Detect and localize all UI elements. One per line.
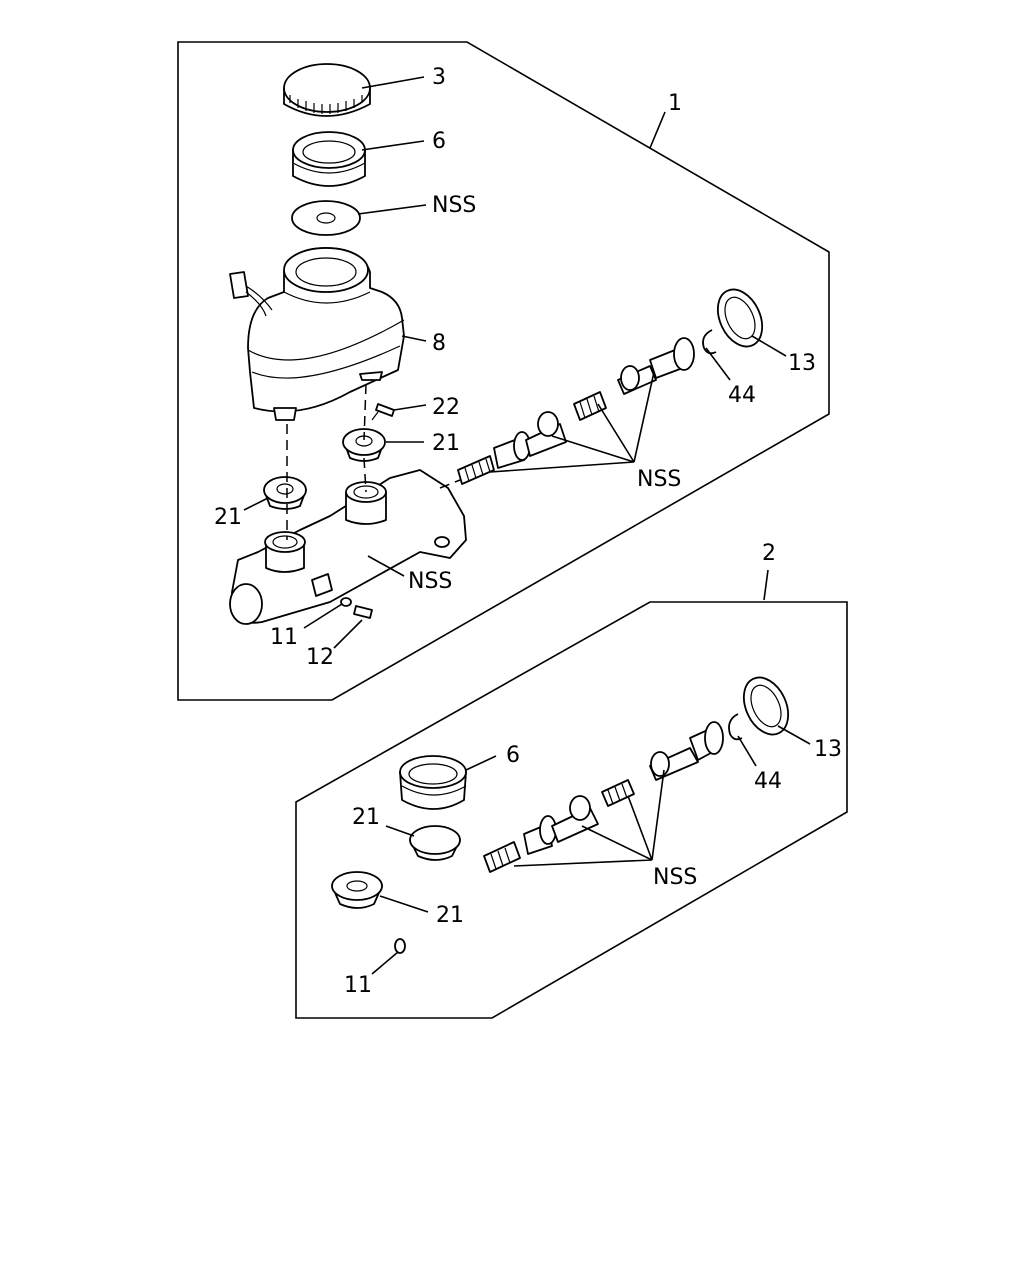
leader-a2-boot — [777, 725, 811, 745]
leader-a2-grommet-lower — [379, 895, 429, 913]
strainer-2 — [399, 755, 467, 810]
label-strainer: 6 — [432, 129, 446, 154]
piston-kit-1 — [457, 337, 695, 485]
label-reservoir: 8 — [432, 331, 446, 356]
label-a2-grommet-upper: 21 — [352, 805, 380, 830]
grommet-2-upper — [409, 825, 461, 861]
leader-a2-washer — [371, 951, 399, 975]
piston-axis-dash — [439, 479, 461, 489]
leader-a1-gasket — [357, 204, 427, 215]
bleeder-washer — [340, 597, 352, 607]
leader-a1-reservoir — [401, 335, 427, 342]
snap-ring-2 — [728, 713, 743, 741]
snap-ring-1 — [702, 329, 717, 355]
label-a2-grommet-lower: 21 — [436, 903, 464, 928]
label-piston-kit: NSS — [637, 467, 681, 492]
label-cap: 3 — [432, 65, 446, 90]
grommet-upper — [342, 428, 386, 462]
bleeder-screw — [353, 605, 373, 619]
leader-a1-cap — [361, 76, 425, 89]
label-grommet-lower: 21 — [214, 505, 242, 530]
boot-2 — [742, 676, 790, 736]
label-body: NSS — [408, 569, 452, 594]
assembly-2-frame — [295, 601, 848, 1019]
leader-a1-bleeder — [333, 619, 363, 649]
leader-a1-pistons — [489, 371, 655, 473]
label-snap-ring: 44 — [728, 383, 756, 408]
label-a2-snap-ring: 44 — [754, 769, 782, 794]
leader-a2-snap-ring — [737, 735, 757, 767]
reservoir — [229, 247, 405, 421]
label-a2-boot: 13 — [814, 737, 842, 762]
label-assembly-1: 1 — [668, 91, 682, 116]
leader-a2-strainer — [465, 755, 497, 771]
washer-2 — [394, 938, 406, 954]
leader-a1-strainer — [361, 140, 425, 151]
assembly-dash-right — [363, 383, 367, 493]
leader-a2-pistons — [513, 769, 665, 867]
label-a2-piston-kit: NSS — [653, 865, 697, 890]
piston-kit-2 — [483, 721, 724, 873]
leader-a2-grommet-upper — [385, 825, 415, 837]
label-assembly-2: 2 — [762, 541, 776, 566]
label-screw: 22 — [432, 395, 460, 420]
leader-a2-frame — [763, 569, 769, 601]
grommet-2-lower — [331, 871, 383, 909]
reservoir-cap — [283, 63, 371, 117]
label-grommet-upper: 21 — [432, 431, 460, 456]
boot-1 — [716, 288, 764, 348]
reservoir-screw — [371, 403, 395, 421]
leader-a1-frame — [649, 111, 666, 149]
leader-a1-snap-ring — [705, 347, 731, 381]
reservoir-strainer — [292, 131, 366, 187]
label-boot: 13 — [788, 351, 816, 376]
master-cylinder-body — [229, 469, 467, 625]
label-a2-strainer: 6 — [506, 743, 520, 768]
assembly-1-frame — [177, 41, 830, 701]
leader-a1-boot — [751, 335, 787, 357]
label-bleeder: 12 — [306, 645, 334, 670]
label-cap-gasket: NSS — [432, 193, 476, 218]
grommet-lower — [263, 476, 307, 510]
label-a2-washer: 11 — [344, 973, 372, 998]
leader-a1-washer — [303, 603, 343, 629]
leader-a1-grommet-lower — [243, 497, 269, 511]
cap-gasket — [291, 200, 361, 236]
label-washer: 11 — [270, 625, 298, 650]
leader-a1-body — [367, 555, 405, 577]
leader-a1-screw — [393, 404, 427, 411]
